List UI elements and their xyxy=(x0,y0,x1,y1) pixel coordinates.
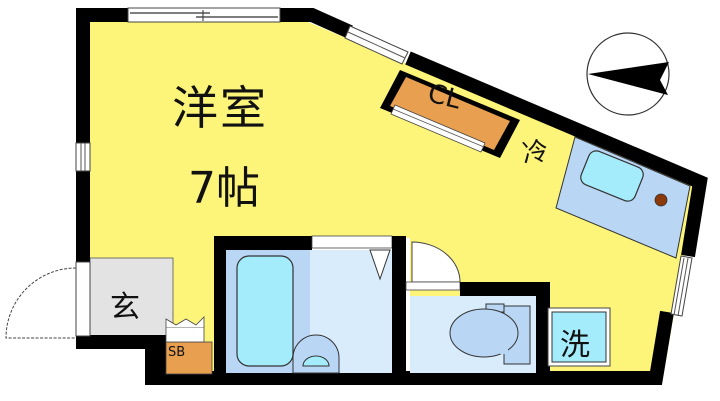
entrance-label: 玄 xyxy=(110,290,140,325)
shoe-box-label: SB xyxy=(168,345,186,360)
kitchen-counter xyxy=(555,136,691,259)
refrigerator-label: 冷 xyxy=(520,136,551,170)
closet xyxy=(380,70,520,158)
bathroom xyxy=(214,235,406,378)
compass-icon xyxy=(586,32,670,116)
western-room-size: 7帖 xyxy=(188,163,260,214)
window-left xyxy=(75,142,91,172)
window-top xyxy=(127,7,281,23)
stove-burner xyxy=(654,193,668,207)
window-top-diagonal xyxy=(344,25,409,65)
shoe-box xyxy=(165,316,213,375)
washer-label: 洗 xyxy=(560,328,590,363)
entrance-door xyxy=(5,261,91,339)
toilet-room xyxy=(405,241,550,378)
window-right xyxy=(670,255,693,317)
western-room-label: 洋室 xyxy=(172,81,268,135)
washer-space xyxy=(547,307,611,367)
